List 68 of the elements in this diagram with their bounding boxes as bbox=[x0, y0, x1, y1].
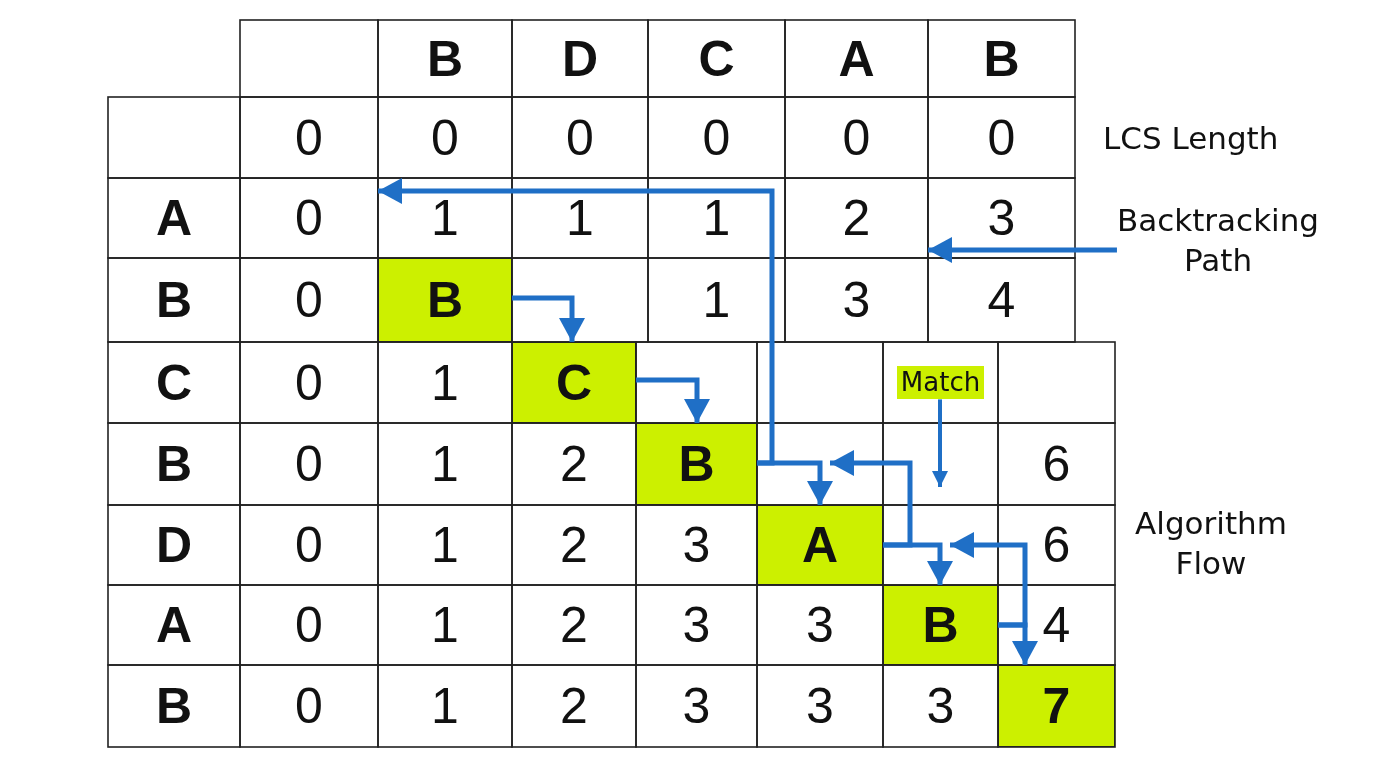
row-header: A bbox=[155, 193, 193, 243]
highlighted-cell: B bbox=[636, 423, 757, 505]
annotation-text: Algorithm Flow bbox=[1135, 504, 1287, 584]
table-value: 2 bbox=[560, 600, 588, 650]
table-value: 3 bbox=[926, 681, 955, 731]
table-value: 0 bbox=[295, 439, 323, 489]
highlighted-cell: B bbox=[883, 585, 998, 665]
table-value: 3 bbox=[987, 193, 1016, 243]
arrow bbox=[830, 450, 913, 548]
table-value: 1 bbox=[431, 439, 459, 489]
table-value: 3 bbox=[682, 520, 711, 570]
table-value: 0 bbox=[987, 112, 1016, 163]
table-value: 1 bbox=[431, 520, 459, 570]
column-header: D bbox=[561, 33, 599, 84]
table-value: 1 bbox=[702, 193, 731, 243]
table-value: 0 bbox=[295, 681, 323, 731]
table-value: 0 bbox=[566, 112, 594, 163]
table-value: 0 bbox=[295, 357, 323, 408]
highlighted-cell: 7 bbox=[998, 665, 1115, 747]
table-value: 6 bbox=[1042, 520, 1071, 570]
annotation-text: LCS Length bbox=[1103, 119, 1279, 158]
table-value: 0 bbox=[295, 275, 323, 325]
table-cell: 0 bbox=[240, 178, 378, 258]
table-value: 2 bbox=[560, 681, 588, 731]
row-header: B bbox=[155, 275, 193, 325]
annotation-text: Backtracking Path bbox=[1116, 200, 1320, 281]
table-value: 1 bbox=[431, 600, 459, 650]
table-value: 6 bbox=[1042, 439, 1071, 489]
row-header: B bbox=[155, 439, 193, 489]
table-value: 4 bbox=[987, 275, 1016, 325]
column-header: A bbox=[838, 33, 875, 84]
table-value: 2 bbox=[560, 520, 588, 570]
table-value: 0 bbox=[431, 112, 459, 163]
column-header: B bbox=[426, 33, 464, 84]
table-value: 1 bbox=[702, 275, 731, 325]
table-value: 3 bbox=[682, 681, 711, 731]
table-cell: 2 bbox=[785, 178, 928, 258]
row-header: D bbox=[155, 520, 193, 570]
table-value: 1 bbox=[431, 681, 459, 731]
highlighted-cell: A bbox=[757, 505, 883, 585]
table-value: 0 bbox=[295, 112, 323, 163]
table-value: 3 bbox=[682, 600, 711, 650]
arrow bbox=[950, 532, 1028, 628]
table-value: 1 bbox=[566, 193, 594, 243]
table-value: 0 bbox=[295, 520, 323, 570]
table-value: 3 bbox=[806, 600, 834, 650]
arrow bbox=[512, 295, 585, 342]
row-header: C bbox=[155, 357, 193, 408]
leader-arrow bbox=[928, 237, 1117, 263]
table-value: 3 bbox=[806, 681, 834, 731]
arrow bbox=[378, 178, 775, 466]
table-value: 1 bbox=[431, 357, 459, 408]
table-value: 2 bbox=[560, 439, 588, 489]
arrow bbox=[636, 377, 710, 423]
table-value: 1 bbox=[431, 193, 459, 243]
table-value: 3 bbox=[842, 275, 871, 325]
row-header: B bbox=[155, 681, 193, 731]
row-header: A bbox=[155, 600, 193, 650]
highlighted-cell: B bbox=[378, 258, 512, 342]
highlighted-cell: C bbox=[512, 342, 636, 423]
highlight-tag: Match bbox=[896, 365, 985, 400]
column-header: C bbox=[698, 33, 735, 84]
table-value: 0 bbox=[702, 112, 731, 163]
column-header: B bbox=[983, 33, 1020, 84]
table-value: 4 bbox=[1042, 600, 1071, 650]
table-value: 0 bbox=[295, 600, 323, 650]
table-value: 0 bbox=[842, 112, 871, 163]
leader-arrow bbox=[932, 399, 948, 487]
